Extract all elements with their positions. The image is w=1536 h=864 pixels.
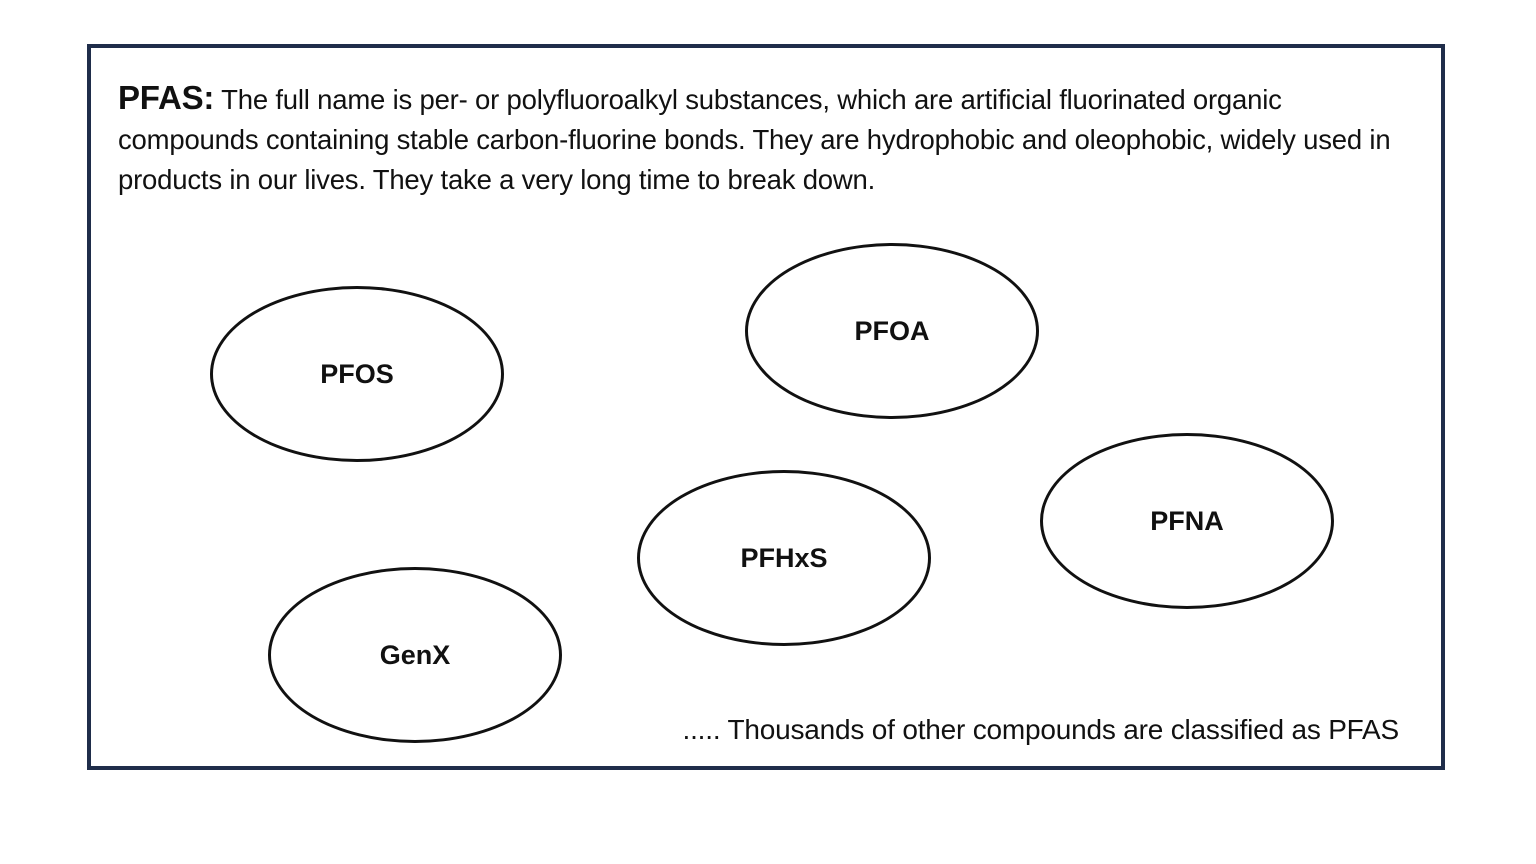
compound-ellipse-pfna: PFNA [1040, 433, 1334, 609]
diagram-frame [87, 44, 1445, 770]
compound-label: PFOS [320, 358, 394, 389]
definition-term: PFAS: [118, 79, 215, 116]
compound-label: PFNA [1150, 505, 1224, 536]
compound-label: PFHxS [740, 542, 828, 573]
pfas-definition: PFAS: The full name is per- or polyfluor… [118, 78, 1418, 200]
footnote: ..... Thousands of other compounds are c… [682, 714, 1400, 745]
compound-ellipse-pfoa: PFOA [745, 243, 1039, 419]
definition-text: The full name is per- or polyfluoroalkyl… [118, 84, 1391, 195]
compound-label: PFOA [854, 315, 930, 346]
compound-ellipse-pfhxs: PFHxS [637, 470, 931, 646]
compound-label: GenX [379, 639, 451, 670]
compound-ellipse-pfos: PFOS [210, 286, 504, 462]
compound-ellipse-genx: GenX [268, 567, 562, 743]
